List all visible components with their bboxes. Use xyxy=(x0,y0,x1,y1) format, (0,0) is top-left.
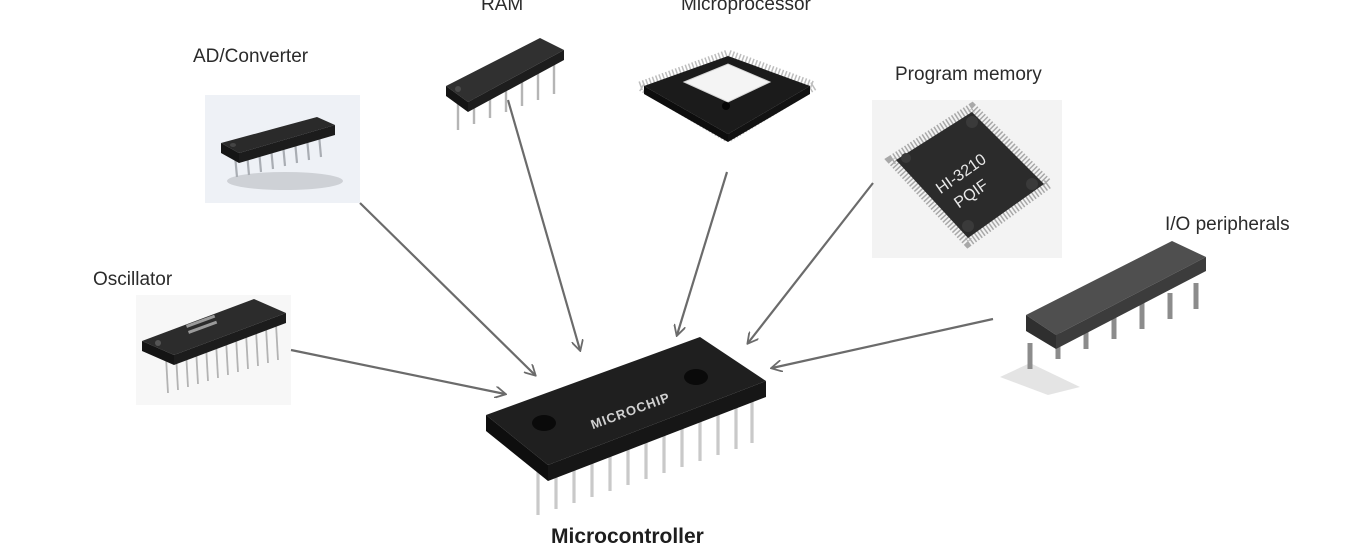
arrow-oscillator xyxy=(291,350,505,394)
io-peripherals-chip-image xyxy=(1000,235,1210,395)
arrow-program-memory xyxy=(748,183,873,343)
microcontroller-chip-image: MICROCHIP xyxy=(482,335,772,525)
arrow-microprocessor xyxy=(677,172,727,335)
arrow-io-peripherals xyxy=(772,319,993,368)
ram-chip-image xyxy=(440,32,570,140)
oscillator-chip-image xyxy=(136,295,291,405)
ad-converter-chip-image xyxy=(205,95,360,203)
microprocessor-chip-image xyxy=(632,42,822,150)
